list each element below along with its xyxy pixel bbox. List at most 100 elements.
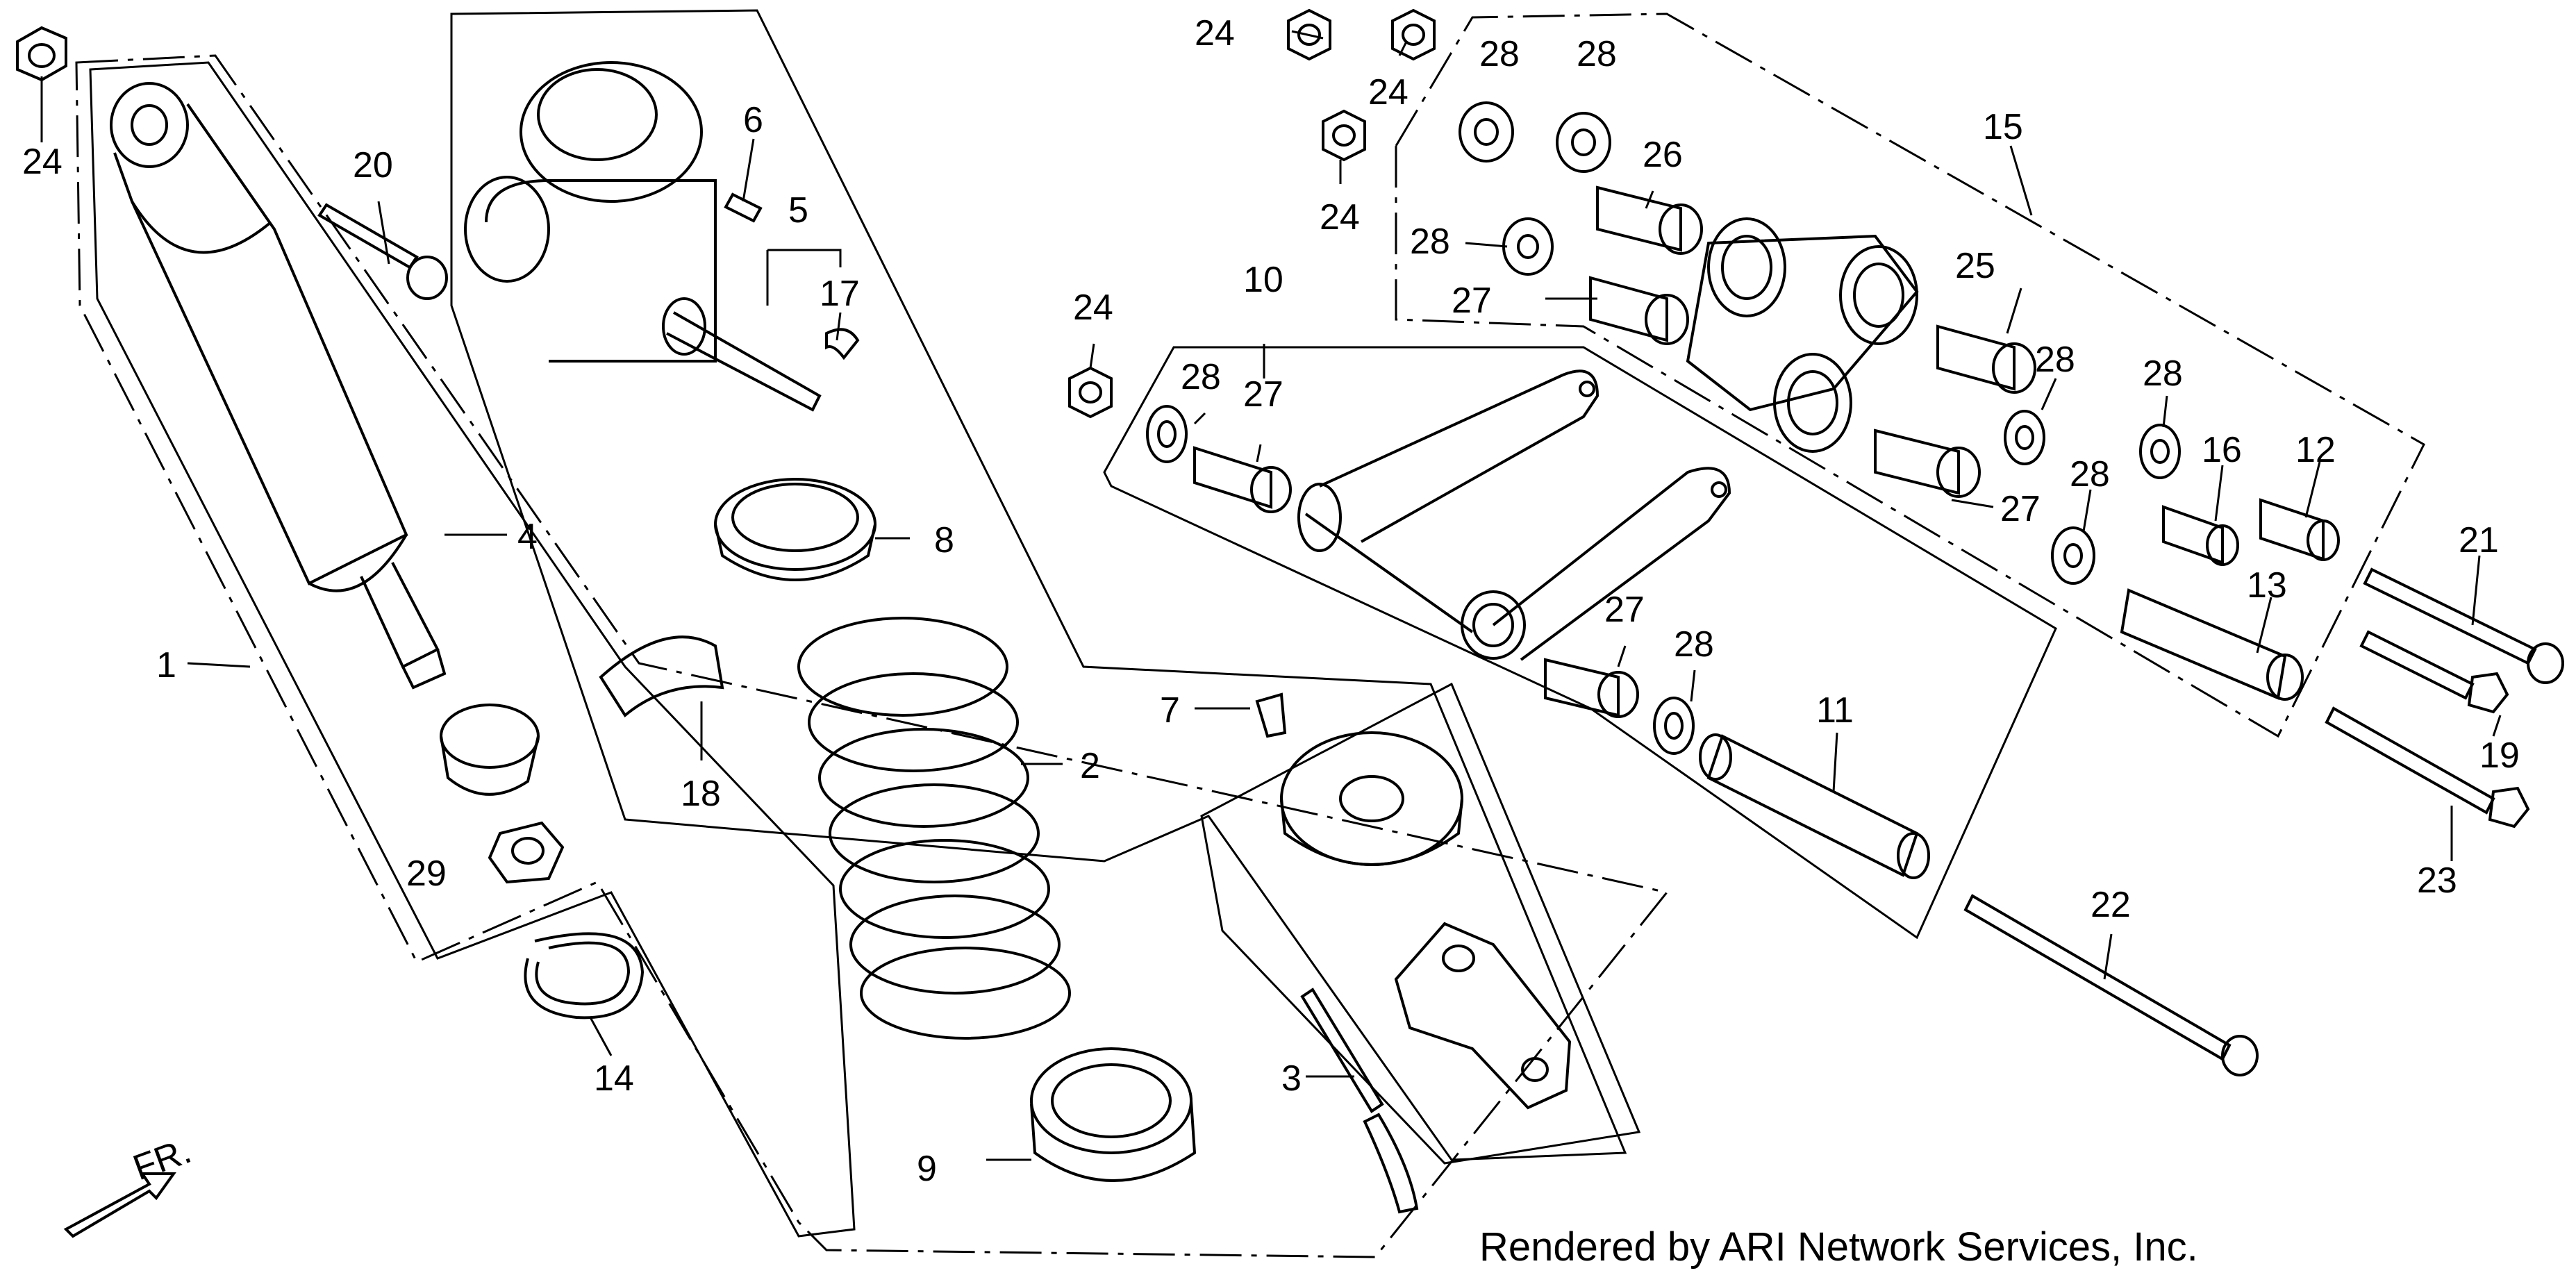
callout-24-d: 24 (1320, 197, 1360, 238)
nut-29 (488, 821, 565, 884)
callout-16: 16 (2202, 430, 2242, 470)
dust-seal-28-a (1146, 405, 1188, 463)
callout-27-a: 27 (1243, 374, 1283, 415)
collar-16 (2162, 505, 2239, 566)
needle-bearing-27-d (1874, 429, 1981, 498)
bolt-21 (2363, 567, 2564, 684)
dust-seal-28-c (1459, 101, 1514, 163)
collar-17 (825, 328, 860, 360)
callout-5: 5 (788, 190, 808, 231)
shock-absorber-body (110, 82, 447, 690)
callout-10: 10 (1243, 260, 1283, 300)
dust-seal-28-b (1653, 697, 1695, 755)
pivot-collar-11 (1699, 733, 1930, 879)
connecting-rod-group-outline (1103, 346, 2057, 940)
callout-20: 20 (353, 145, 393, 185)
needle-bearing-27-b (1544, 658, 1639, 718)
callout-24-b: 24 (1195, 13, 1235, 53)
callout-24-c: 24 (1368, 72, 1409, 113)
adjuster-rod-3 (1300, 988, 1419, 1214)
callout-28-h: 28 (1674, 624, 1714, 665)
callout-13: 13 (2247, 565, 2287, 606)
leader-lines (40, 30, 2502, 1161)
bump-rubber (440, 704, 540, 796)
dust-seal-28-f (2004, 410, 2045, 465)
bolt-22 (1963, 894, 2259, 1076)
callout-28-g: 28 (2070, 454, 2110, 494)
callout-15: 15 (1983, 107, 2023, 147)
callout-6: 6 (743, 100, 763, 140)
bolt-19 (2359, 630, 2509, 714)
shock-arm-15 (1686, 217, 1919, 453)
callout-17: 17 (820, 274, 860, 314)
needle-bearing-27-c (1589, 276, 1689, 345)
shock-absorber-group-outline (75, 54, 1669, 1258)
callout-28-a: 28 (1181, 357, 1221, 397)
callout-2: 2 (1080, 746, 1100, 786)
upper-mount-group-outline (450, 9, 1627, 1161)
callout-23: 23 (2417, 860, 2457, 901)
nut-24-b (1287, 8, 1331, 61)
callout-28-f: 28 (2143, 353, 2183, 394)
spring-seat-9 (1030, 1047, 1197, 1182)
connecting-rod-10 (1297, 369, 1731, 661)
shock-arm-group-outline (1395, 13, 2425, 738)
callout-26: 26 (1643, 135, 1683, 175)
valve-7 (1255, 692, 1287, 738)
front-direction-label: FR. (128, 1131, 197, 1188)
callout-14: 14 (594, 1058, 634, 1099)
callout-1: 1 (156, 645, 176, 685)
needle-bearing-27-a (1193, 446, 1292, 513)
callout-28-e: 28 (2035, 340, 2075, 380)
callout-28-d: 28 (1410, 222, 1450, 262)
callout-18: 18 (681, 774, 721, 814)
seat-stopper-18 (599, 635, 724, 717)
spring-group-outline (89, 61, 856, 1238)
callout-28-b: 28 (1479, 34, 1520, 74)
coil-spring-2 (797, 617, 1071, 1040)
callout-24-a: 24 (22, 142, 63, 182)
callout-21: 21 (2459, 520, 2499, 560)
dust-seal-28-e (1502, 217, 1554, 276)
bolt-23 (2325, 706, 2530, 829)
callout-27-d: 27 (1604, 590, 1645, 630)
set-screw-6 (724, 192, 763, 223)
lower-clevis (1394, 922, 1572, 1110)
front-direction-arrow-icon: FR. (63, 1131, 197, 1238)
nut-24-a (16, 26, 67, 82)
dust-seal-28-h (2051, 526, 2095, 585)
callout-25: 25 (1955, 246, 1995, 286)
spring-adjuster (1280, 731, 1463, 866)
callout-3: 3 (1281, 1058, 1302, 1099)
callout-labels: 24 1 4 20 6 5 17 8 18 2 29 14 7 3 9 24 2… (22, 13, 2520, 1189)
callout-7: 7 (1160, 690, 1180, 731)
callout-29: 29 (406, 854, 447, 894)
dust-seal-28-d (1556, 112, 1611, 173)
callout-24-e: 24 (1073, 288, 1113, 328)
callout-8: 8 (934, 520, 954, 560)
damper-unit-5 (464, 61, 822, 412)
credit-text: Rendered by ARI Network Services, Inc. (1479, 1224, 2198, 1270)
callout-19: 19 (2479, 735, 2520, 776)
callout-27-c: 27 (2000, 489, 2041, 529)
collar-12 (2259, 498, 2340, 561)
bolt-20 (317, 203, 448, 300)
callout-4: 4 (517, 517, 538, 557)
needle-bearing-25 (1936, 324, 2036, 394)
callout-22: 22 (2091, 885, 2131, 925)
callout-28-c: 28 (1577, 34, 1617, 74)
nut-24-e (1068, 366, 1113, 419)
circlip-14 (524, 932, 645, 1020)
callout-9: 9 (917, 1149, 937, 1189)
spring-seat-8 (714, 478, 876, 581)
callout-27-b: 27 (1452, 281, 1492, 321)
dust-seal-28-g (2139, 424, 2181, 479)
lower-joint-group-outline (1200, 682, 1641, 1165)
collar-13 (2120, 588, 2304, 701)
callout-12: 12 (2295, 430, 2336, 470)
nut-24-d (1322, 109, 1366, 162)
needle-bearing-26 (1596, 185, 1703, 255)
nut-24-c (1391, 8, 1436, 61)
callout-11: 11 (1816, 690, 1854, 731)
